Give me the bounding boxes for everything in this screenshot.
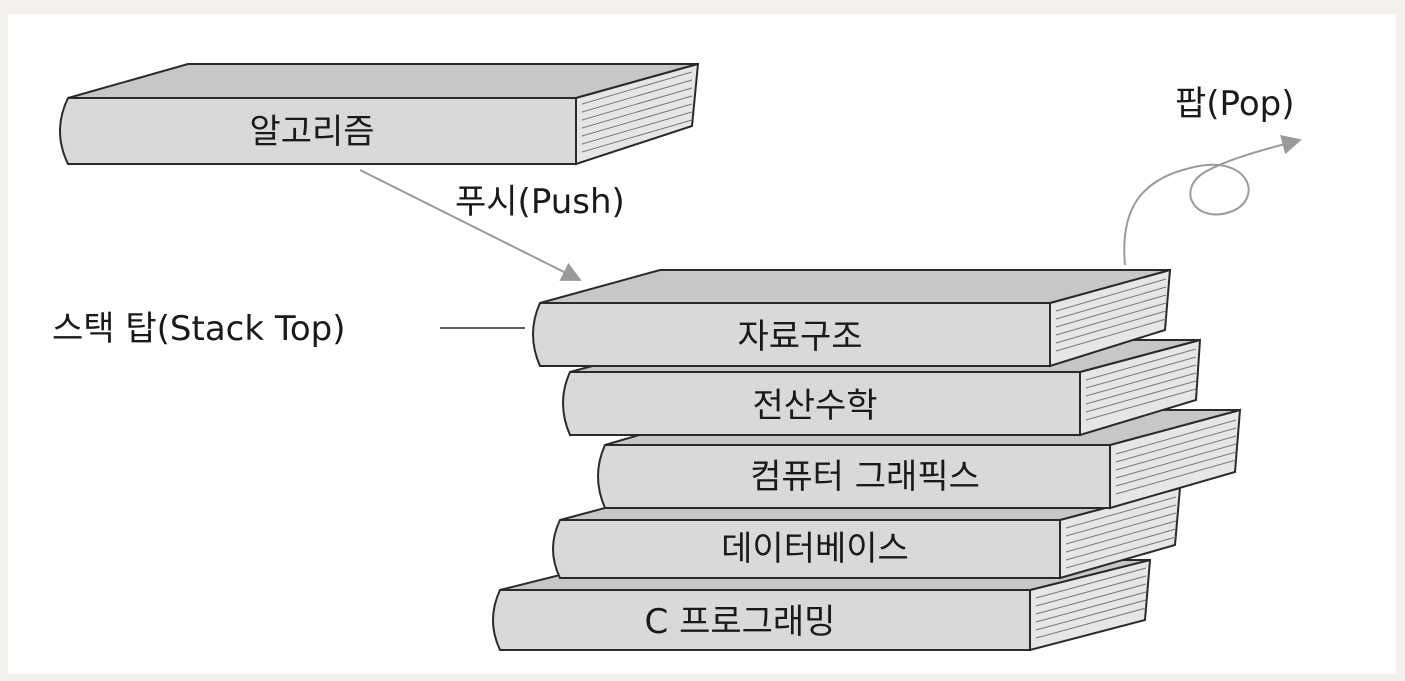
push-arrow bbox=[359, 169, 582, 281]
push-label: 푸시(Push) bbox=[455, 182, 625, 222]
book-title: 데이터베이스 bbox=[721, 529, 909, 569]
book-title: 컴퓨터 그래픽스 bbox=[750, 457, 980, 497]
stack-book-1: 자료구조 bbox=[532, 268, 1172, 368]
book-title-incoming: 알고리즘 bbox=[249, 112, 374, 152]
stack-book-4: 데이터베이스 bbox=[552, 486, 1182, 580]
stack-diagram: 알고리즘 푸시(Push) 팝(Pop) 스택 탑(Stack Top) C 프… bbox=[52, 62, 1302, 652]
book-title: C 프로그래밍 bbox=[645, 602, 836, 642]
stack-top-label: 스택 탑(Stack Top) bbox=[52, 309, 346, 349]
pop-label: 팝(Pop) bbox=[1175, 84, 1294, 124]
book-title: 자료구조 bbox=[737, 317, 862, 357]
incoming-book: 알고리즘 bbox=[59, 62, 700, 166]
book-title: 전산수학 bbox=[752, 386, 877, 426]
diagram-canvas: 알고리즘 푸시(Push) 팝(Pop) 스택 탑(Stack Top) C 프… bbox=[8, 14, 1396, 674]
pop-arrow bbox=[1123, 134, 1302, 266]
